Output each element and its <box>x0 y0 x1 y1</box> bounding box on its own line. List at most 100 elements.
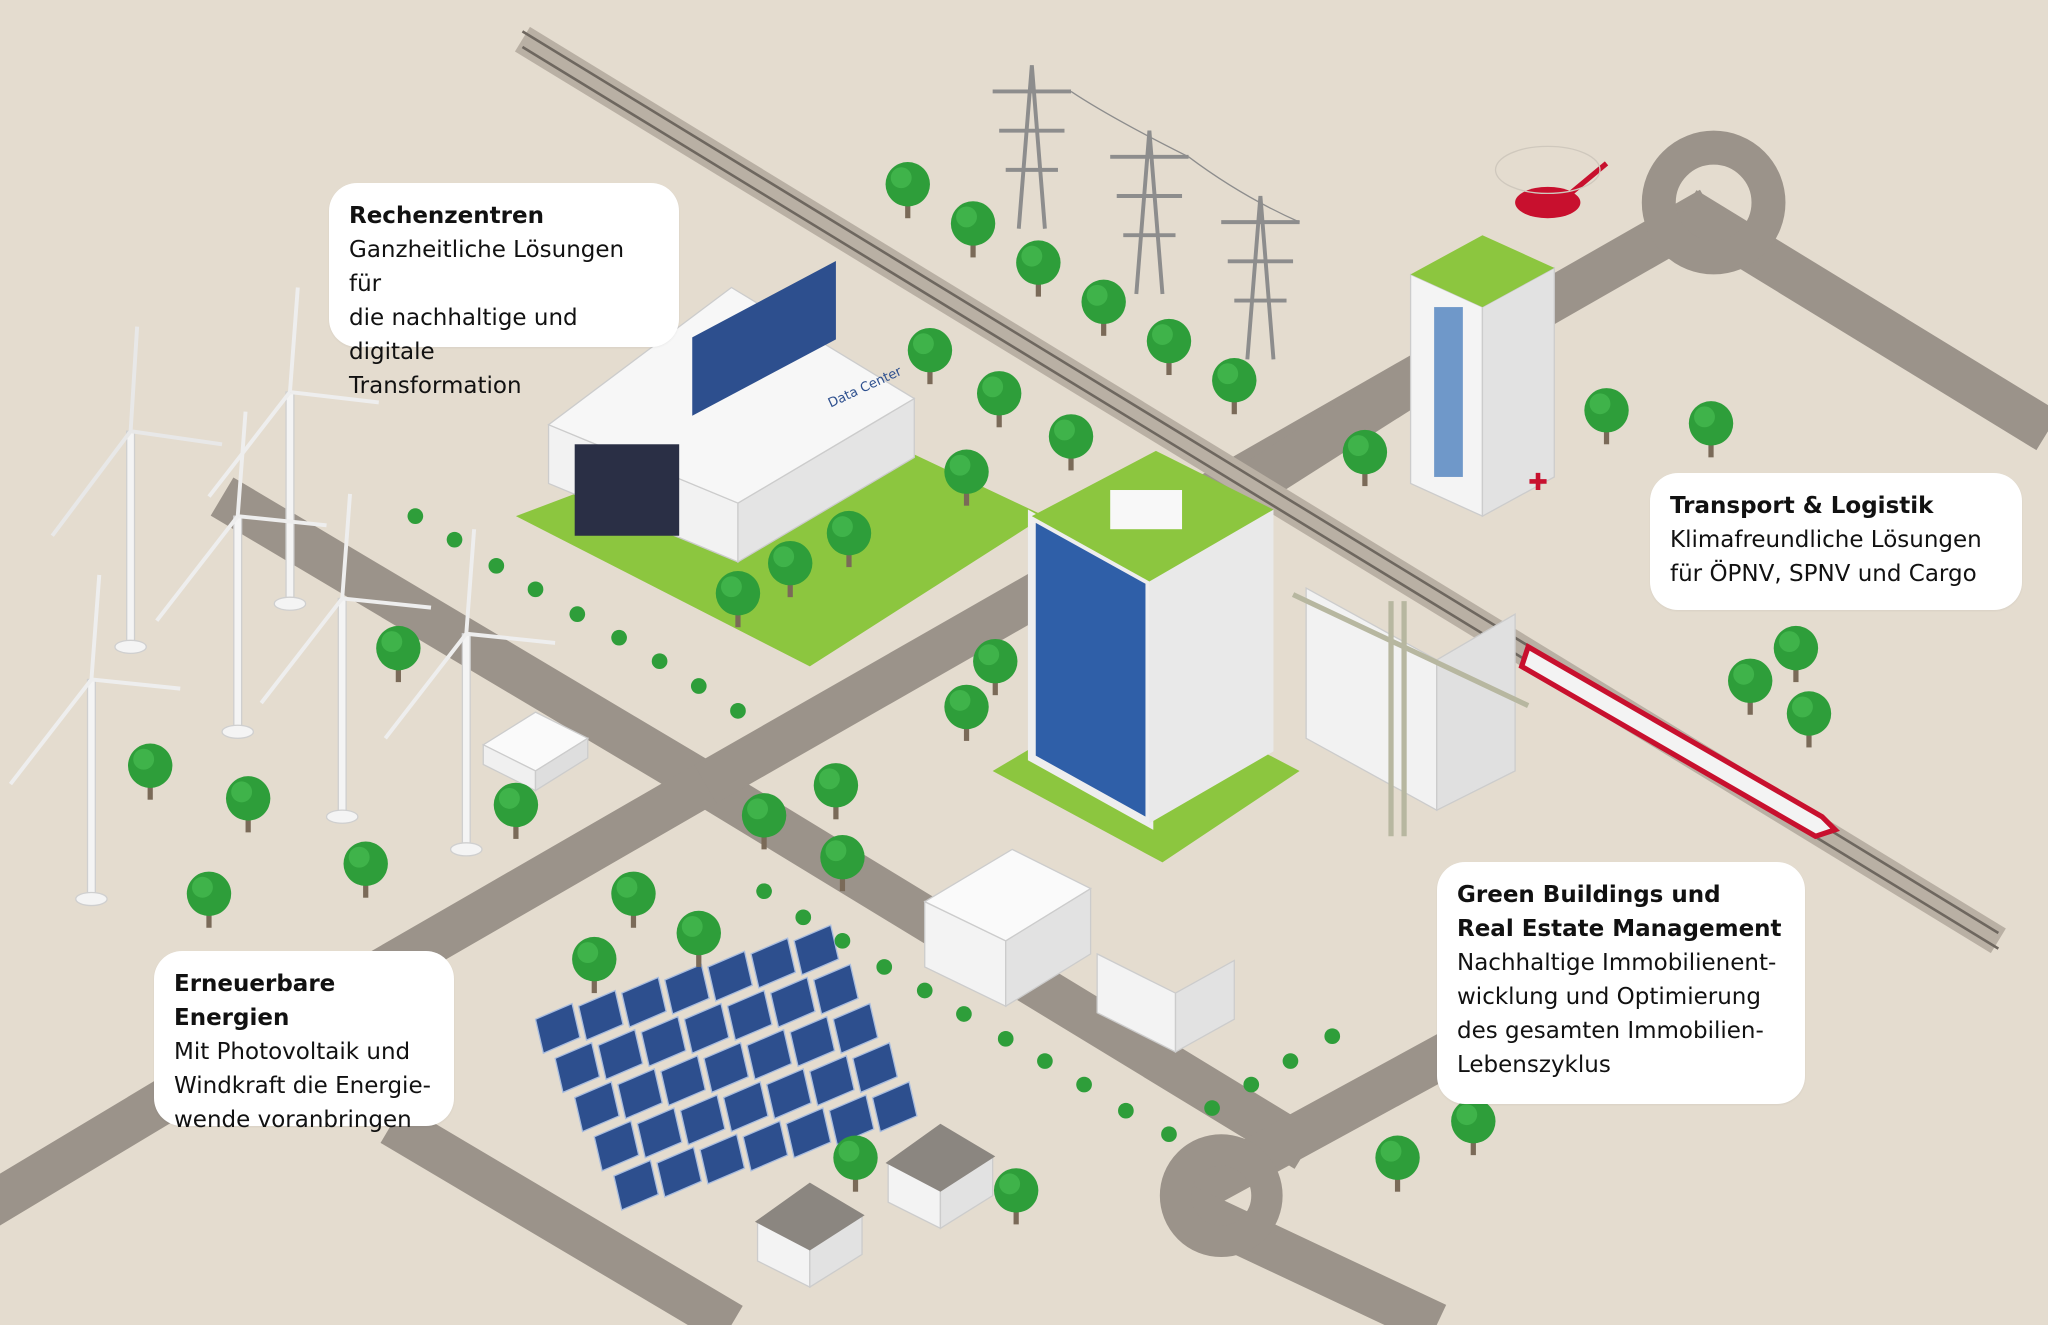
callout-datacenters[interactable]: Rechenzentren Ganzheitliche Lösungen für… <box>329 183 679 399</box>
solar-panel <box>832 1002 879 1055</box>
shrub <box>730 703 746 719</box>
tree <box>225 776 271 833</box>
tree <box>813 763 859 820</box>
callout-text: die nachhaltige und digitale <box>349 305 578 365</box>
construction-building <box>1291 586 1530 837</box>
tree <box>343 841 388 898</box>
callout-text: Lebenszyklus <box>1457 1052 1611 1078</box>
tree <box>833 1135 878 1192</box>
shrub <box>795 909 812 926</box>
tree <box>376 625 421 683</box>
power-pylons <box>992 65 1300 360</box>
callout-text: Ganzheitliche Lösungen für <box>349 237 625 297</box>
callout-green-buildings[interactable]: Green Buildings und Real Estate Manageme… <box>1437 862 1805 1104</box>
callout-title: Erneuerbare Energien <box>174 971 336 1031</box>
shrub <box>1282 1053 1299 1069</box>
tree <box>1584 388 1629 445</box>
tree <box>1212 358 1257 415</box>
tree <box>741 793 787 850</box>
tree <box>993 1168 1039 1225</box>
solar-panel <box>750 937 797 989</box>
tree <box>128 743 173 800</box>
solar-panel <box>765 1067 812 1120</box>
tree <box>944 684 989 741</box>
roundabout <box>1641 130 1786 275</box>
tree <box>768 540 813 598</box>
shrub <box>1204 1100 1220 1116</box>
solar-panel <box>679 1094 726 1146</box>
callout-text: des gesamten Immobilien- <box>1457 1018 1764 1044</box>
small-buildings <box>481 711 1235 1054</box>
tree <box>944 449 989 506</box>
solar-panel <box>636 1107 683 1159</box>
solar-panel <box>664 963 710 1015</box>
callout-transport[interactable]: Transport & Logistik Klimafreundliche Lö… <box>1650 473 2022 610</box>
callout-text: wicklung und Optimierung <box>1457 984 1761 1010</box>
shrub <box>651 653 668 670</box>
tree <box>1451 1098 1496 1156</box>
roundabout <box>1159 1134 1283 1258</box>
tree <box>1375 1135 1420 1192</box>
shrub <box>1037 1053 1053 1069</box>
shrub <box>1243 1076 1260 1093</box>
callout-text: Nachhaltige Immobilienent- <box>1457 950 1777 976</box>
tree <box>907 327 953 385</box>
solar-panel <box>573 1081 620 1133</box>
shrub <box>834 932 851 949</box>
solar-panel <box>640 1015 687 1068</box>
solar-panel <box>534 1002 581 1055</box>
tree <box>1081 279 1126 336</box>
callout-text: Mit Photovoltaik und <box>174 1039 411 1065</box>
tree <box>973 638 1018 696</box>
solar-panel <box>809 1054 855 1107</box>
callout-title: Rechenzentren <box>349 203 544 229</box>
tree <box>186 871 232 928</box>
shrub <box>876 959 893 975</box>
shrub <box>997 1030 1014 1047</box>
solar-panel <box>871 1081 918 1133</box>
solar-panels <box>534 924 918 1211</box>
solar-panel <box>656 1146 703 1198</box>
solar-panel <box>742 1120 789 1172</box>
solar-panel <box>746 1028 793 1081</box>
trees <box>128 162 1832 1225</box>
solar-panel <box>699 1133 746 1185</box>
tree <box>1773 625 1819 683</box>
solar-panel <box>577 989 624 1042</box>
tree <box>1728 658 1773 715</box>
solar-panel <box>793 924 840 976</box>
solar-panel <box>812 963 859 1015</box>
callout-text: wende voranbringen <box>174 1107 412 1133</box>
solar-panel <box>722 1081 769 1133</box>
shrub <box>916 982 933 999</box>
train <box>1518 642 1840 840</box>
shrub <box>446 531 463 548</box>
solar-panel <box>620 976 667 1028</box>
callout-text: für ÖPNV, SPNV und Cargo <box>1670 561 1977 587</box>
solar-panel <box>726 989 773 1042</box>
tree <box>1048 414 1094 471</box>
helicopter <box>1494 145 1609 219</box>
tree <box>885 162 930 219</box>
solar-panel <box>597 1028 644 1081</box>
callout-title: Real Estate Management <box>1457 916 1782 942</box>
tree <box>826 510 872 568</box>
shrub <box>956 1006 972 1022</box>
tree <box>1016 240 1061 297</box>
solar-panel <box>785 1107 832 1159</box>
houses <box>754 1123 996 1289</box>
solar-panel <box>554 1041 601 1094</box>
tree <box>676 910 721 967</box>
shrub <box>690 678 707 694</box>
tree <box>1688 401 1734 458</box>
tree <box>1342 429 1388 487</box>
callout-renewables[interactable]: Erneuerbare Energien Mit Photovoltaik un… <box>154 951 454 1133</box>
solar-panel <box>660 1054 707 1107</box>
shrub <box>527 581 544 598</box>
office-tower <box>992 450 1300 863</box>
solar-panel <box>683 1002 730 1055</box>
solar-panel <box>617 1067 663 1120</box>
solar-panel <box>593 1120 640 1172</box>
data-center-building: Data Center <box>515 260 1045 667</box>
